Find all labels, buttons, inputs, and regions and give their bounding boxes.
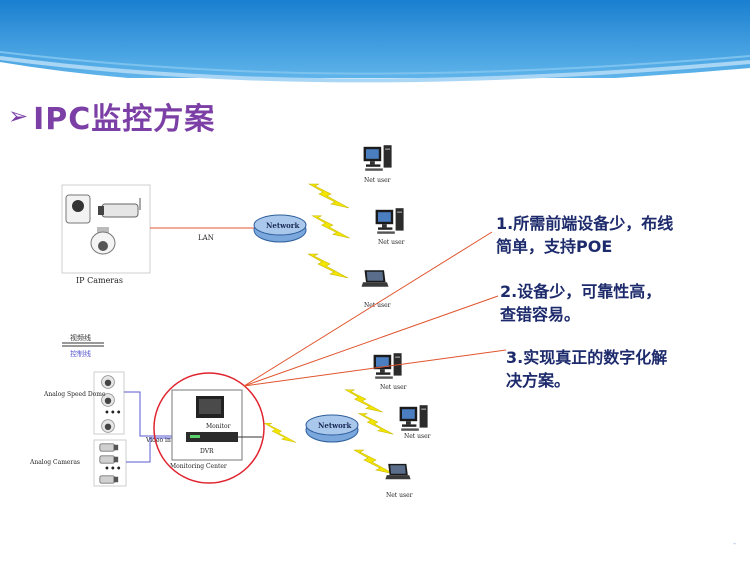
ip-cameras-group: IP Cameras [61,184,151,285]
analog-camera-icon [99,443,119,452]
laptop-icon [361,270,389,287]
pc-icon [375,208,404,234]
net-user-label: Net user [378,239,405,246]
note-1-line-2: 简单，支持POE [496,237,613,256]
note-3: 3.实现真正的数字化解 决方案。 [506,346,667,392]
bullet-camera-icon [98,198,141,218]
page-marker: - [733,539,736,548]
laptop-icon [385,463,411,480]
legend-control-label: 控制线 [70,349,91,358]
dvr-label: DVR [200,448,214,455]
speed-dome-icon [101,375,115,389]
lightning-icon [354,449,394,475]
highlight-circle [153,372,265,484]
network-bottom-node: Network [305,414,359,443]
analog-camera-group: ••• Analog Speed Dome ••• Analog Cameras [29,371,127,487]
note-2-line-1: 2.设备少，可靠性高， [500,282,662,301]
lightning-icon [308,253,348,279]
ip-cameras-label: IP Cameras [76,276,123,285]
monitoring-center: Monitor DVR Monitoring Center [153,372,265,484]
analog-camera-icon [99,455,119,464]
net-user-label: Net user [364,302,391,309]
monitor-icon [196,396,224,418]
analog-cameras-label: Analog Cameras [29,459,80,466]
net-user-label: Net user [380,384,407,391]
note-2: 2.设备少，可靠性高， 查错容易。 [500,280,661,326]
note-1-line-1: 1.所需前端设备少，布线 [496,214,674,233]
slide-title: ➢ IPC监控方案 [8,96,216,137]
net-user-label: Net user [386,492,413,499]
note-2-line-2: 查错容易。 [500,305,581,324]
net-user-label: Net user [404,433,431,440]
pc-icon [399,405,428,431]
dvr-icon [186,432,238,442]
more-dots: ••• [104,464,122,475]
more-dots: ••• [104,408,122,419]
callout-line [243,231,493,387]
arrow-bullet-icon: ➢ [8,102,30,130]
note-3-line-2: 决方案。 [506,371,571,390]
network-bottom-label: Network [318,421,351,430]
analog-speed-dome-label: Analog Speed Dome [43,391,106,398]
video-in-label: Video in [145,437,171,444]
lightning-icon [345,389,383,413]
analog-camera-icon [99,475,119,484]
note-1: 1.所需前端设备少，布线 简单，支持POE [496,212,673,258]
header-banner [0,0,750,100]
slide-title-text: IPC监控方案 [33,102,216,137]
monitor-label: Monitor [206,423,231,430]
net-user-label: Net user [364,177,391,184]
lightning-icon [263,422,297,443]
lightning-icon [308,183,350,209]
speed-dome-icon [101,419,115,433]
monitoring-center-label: Monitoring Center [170,463,227,470]
ip-camera-icon [65,194,91,224]
lightning-icon [358,413,394,435]
callout-line [243,295,499,387]
dome-camera-icon [90,227,116,255]
network-top-label: Network [266,221,299,230]
note-3-line-1: 3.实现真正的数字化解 [506,348,668,367]
lightning-icon [312,215,350,239]
legend-video-label: 视频线 [70,333,91,342]
lan-label: LAN [198,234,214,242]
legend: 视频线 控制线 [62,333,104,358]
network-top-node: Network [253,214,307,243]
pc-icon [363,145,392,171]
callout-line [243,349,507,387]
